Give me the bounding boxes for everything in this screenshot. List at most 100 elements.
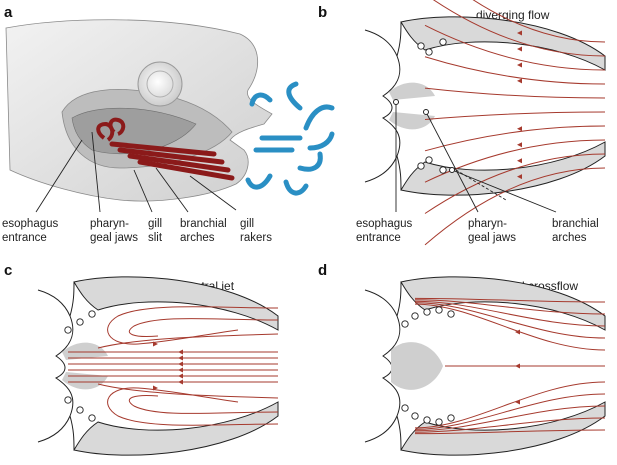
panel-d: d branchial crossflow [318, 262, 606, 456]
panel-c-letter: c [4, 262, 12, 279]
pharyngeal-jaw-upper [389, 82, 435, 100]
flow-arrow-icon [178, 379, 183, 385]
gill-raker-icon [439, 166, 447, 174]
outline-lower-edge [396, 415, 402, 451]
flow-arrow-icon [517, 142, 522, 148]
panel-b-letter: b [318, 4, 327, 21]
pharyngeal-jaw-lower [389, 112, 435, 130]
gill-raker-icon [64, 396, 72, 404]
flow-arrow-icon [153, 385, 158, 391]
upper-lip [73, 276, 279, 331]
label-pharyngeal-jaws-b: pharyn- geal jaws [468, 218, 516, 244]
gill-raker-icon [76, 406, 84, 414]
label-esophagus-entrance-b: esophagus entrance [356, 218, 415, 244]
lower-lip [400, 401, 606, 456]
water-arrow-icon [283, 179, 309, 196]
panel-c: c central jet [4, 262, 279, 456]
label-gill-rakers-a: gill rakers [240, 218, 272, 244]
gill-raker-icon [435, 306, 443, 314]
flow-arrow-icon [517, 46, 522, 52]
flow-arrow-icon [178, 367, 183, 373]
panel-b-leader-lines [395, 102, 557, 213]
gill-raker-icon [401, 320, 409, 328]
flow-arrow-icon [515, 329, 520, 335]
gill-raker-icon [447, 310, 455, 318]
outline-lower-edge [396, 155, 402, 191]
gill-raker-icon [439, 38, 447, 46]
panel-c-flow [64, 306, 279, 426]
flow-arrow-icon [517, 78, 522, 84]
gill-raker-icon [64, 326, 72, 334]
gill-arch-icon [117, 147, 225, 165]
water-arrow-icon [286, 81, 303, 111]
flow-streamline [472, 0, 606, 43]
gill-arch-curl [96, 121, 115, 142]
outline-lower-edge [69, 415, 75, 451]
label-gill-slit-a: gill slit [148, 218, 165, 244]
panel-a-letter: a [4, 4, 13, 21]
flow-streamline [424, 56, 606, 85]
label-branchial-arches-b: branchial arches [552, 218, 602, 244]
upper-lip [400, 16, 606, 71]
gill-raker-icon [88, 310, 96, 318]
panel-c-diagram [37, 276, 279, 456]
panel-c-mouth [37, 276, 279, 456]
label-esophagus-entrance-a: esophagus entrance [2, 218, 61, 244]
gill-raker-icon [88, 414, 96, 422]
flow-arrow-icon [153, 341, 158, 347]
gill-raker-icon [423, 416, 431, 424]
gill-raker-icon [411, 412, 419, 420]
flow-streamline [414, 417, 606, 433]
flow-streamline [414, 393, 606, 430]
flow-arrow-icon [178, 355, 183, 361]
flow-arrow-icon [517, 158, 522, 164]
gill-arch-icon [109, 141, 217, 157]
gill-raker-icon [425, 48, 433, 56]
gill-raker-icon [447, 414, 455, 422]
water-arrow-icon [249, 92, 273, 107]
flow-streamline [414, 300, 606, 327]
panel-d-flow [401, 297, 606, 435]
flow-streamline [424, 153, 606, 214]
gill-raker-icon [417, 162, 425, 170]
flow-streamline [424, 87, 606, 99]
gill-raker-icon [411, 312, 419, 320]
flow-arrow-icon [517, 30, 522, 36]
esophagus-outline [37, 289, 74, 443]
flow-arrow-icon [517, 174, 522, 180]
gill-arch-rods [96, 117, 235, 181]
gill-raker-icon [401, 404, 409, 412]
outline-upper-edge [69, 281, 75, 317]
flow-arrow-icon [515, 399, 520, 405]
lower-lip [400, 141, 606, 196]
flow-streamline [424, 111, 606, 120]
flow-arrow-icon [178, 361, 183, 367]
flow-arrow-icon [517, 126, 522, 132]
gill-raker-icon [435, 418, 443, 426]
gill-raker-icon [76, 318, 84, 326]
flow-streamline [424, 125, 606, 152]
pharyngeal-marker [423, 109, 429, 115]
branchial-marker [449, 167, 455, 173]
flow-streamline [97, 383, 279, 399]
flow-streamline [424, 167, 606, 246]
flow-streamline [414, 299, 606, 315]
flow-arrow-icon [178, 349, 183, 355]
pharyngeal-jaw-lower [62, 372, 108, 390]
flow-arrow-icon [178, 373, 183, 379]
fish-eye-icon [137, 61, 183, 107]
label-pharyngeal-jaws-a: pharyn- geal jaws [90, 218, 138, 244]
panel-b-diagram [364, 0, 606, 246]
water-arrow-icon [303, 104, 335, 131]
flow-streamline [128, 318, 279, 337]
flow-streamline [432, 0, 606, 57]
water-inflow-arrows [245, 81, 335, 196]
upper-lip [400, 276, 606, 331]
panel-d-letter: d [318, 262, 327, 279]
esophagus-marker [393, 99, 399, 105]
flow-arrow-icon [517, 62, 522, 68]
panel-d-diagram [364, 276, 606, 456]
water-arrow-icon [307, 131, 335, 151]
water-arrow-icon [245, 173, 273, 190]
